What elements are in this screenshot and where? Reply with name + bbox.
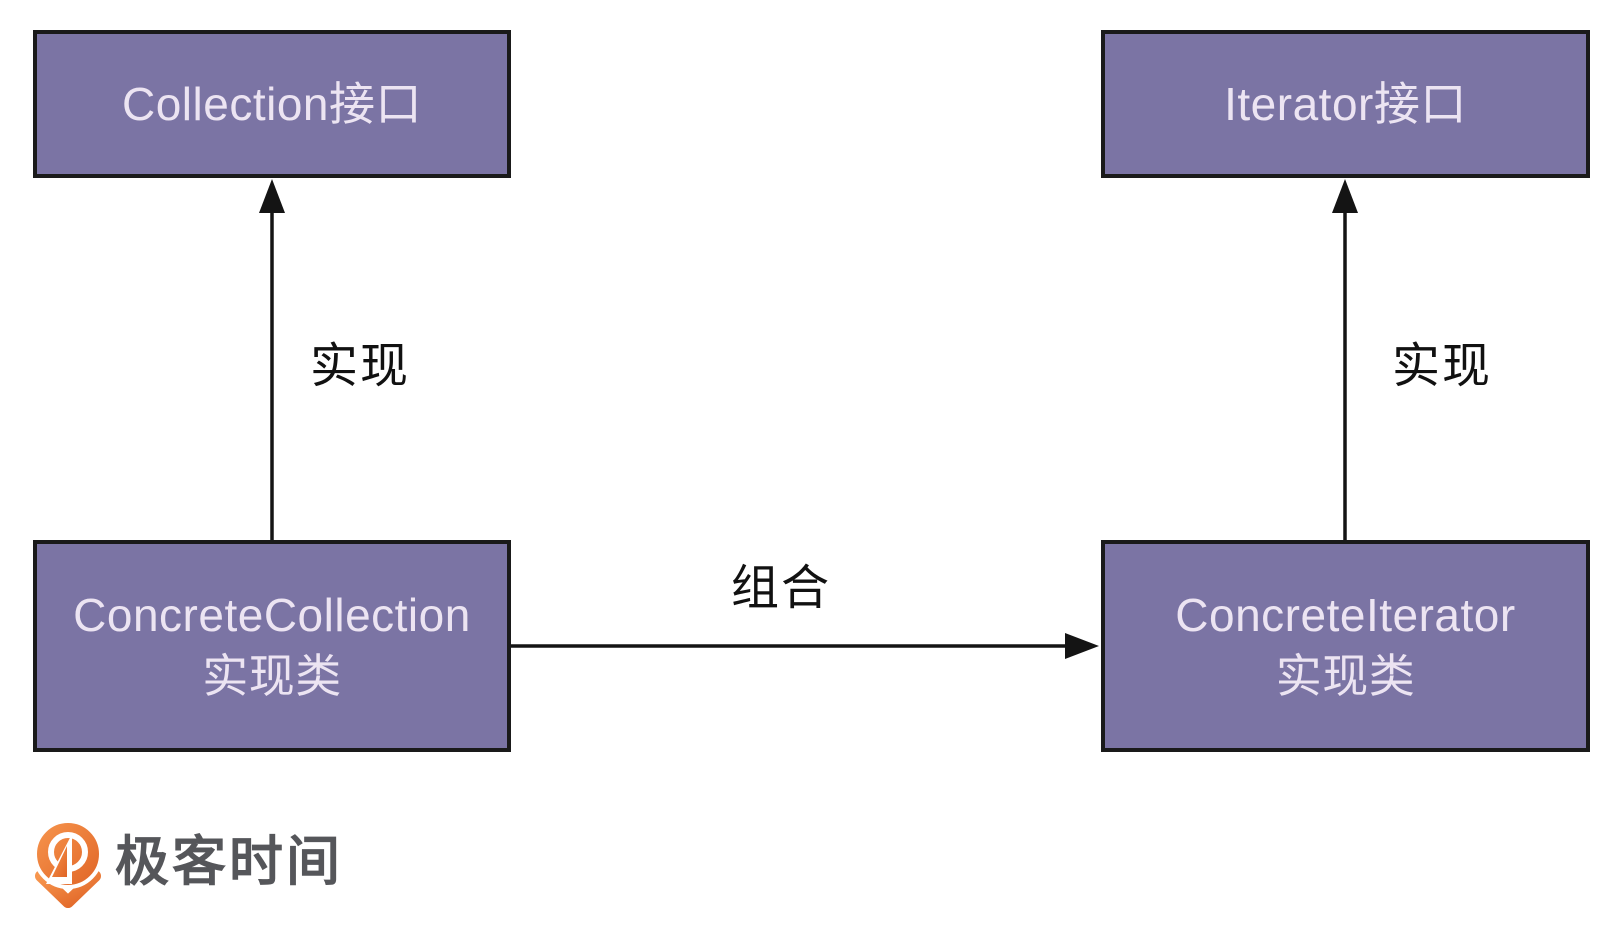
arrow-right-icon	[1065, 633, 1099, 659]
node-label: ConcreteCollection	[73, 589, 471, 642]
node-collection-interface: Collection接口	[33, 30, 511, 178]
node-label: ConcreteIterator	[1175, 589, 1516, 642]
edge-label-composition: 组合	[730, 562, 832, 615]
logo-chevron-shape	[35, 870, 101, 908]
node-iterator-interface: Iterator接口	[1101, 30, 1590, 178]
node-label: Collection接口	[122, 77, 422, 130]
geektime-logo-icon	[33, 819, 103, 908]
node-sublabel: 实现类	[1275, 650, 1416, 702]
arrow-up-icon	[259, 179, 285, 213]
node-concrete-iterator: ConcreteIterator 实现类	[1101, 540, 1590, 752]
logo-needle-shape	[52, 846, 67, 877]
edge-label-implements-left: 实现	[309, 340, 411, 393]
edge-label-implements-right: 实现	[1391, 340, 1493, 393]
geektime-logo-text: 极客时间	[115, 831, 343, 892]
node-label: Iterator接口	[1224, 77, 1467, 130]
node-concrete-collection: ConcreteCollection 实现类	[33, 540, 511, 752]
arrow-up-icon	[1332, 179, 1358, 213]
node-sublabel: 实现类	[202, 650, 342, 702]
geektime-logo: 极客时间	[33, 818, 343, 915]
